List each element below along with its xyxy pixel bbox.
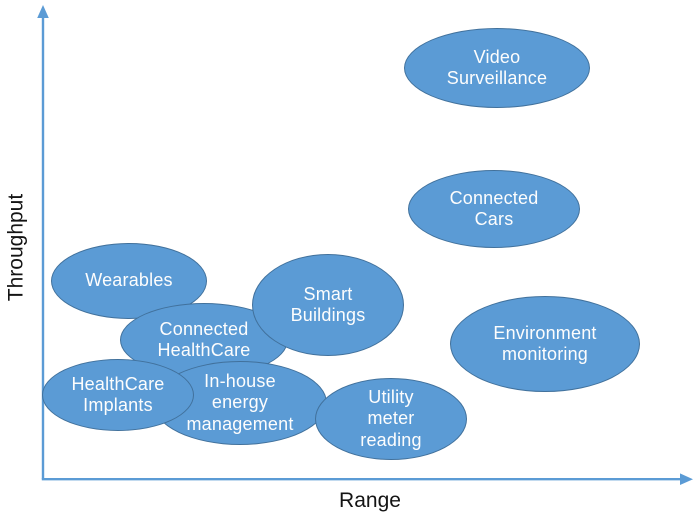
bubble-utility-meter-reading: Utility meter reading [315,378,467,460]
bubble-label: Smart Buildings [290,283,366,325]
y-axis-arrowhead-icon [37,5,49,18]
bubble-label: Utility meter reading [360,387,422,450]
bubble-in-house-energy-management: In-house energy management [153,361,327,445]
x-axis-arrowhead-icon [680,473,693,485]
bubble-label: Connected HealthCare [157,318,251,360]
y-axis-label: Throughput [4,193,28,302]
bubble-healthcare-implants: HealthCare Implants [42,359,194,431]
bubble-video-surveillance: Video Surveillance [404,28,590,108]
bubble-label: Connected Cars [449,187,539,229]
bubble-label: In-house energy management [186,371,294,434]
bubble-label: Wearables [85,270,173,291]
bubble-wearables: Wearables [51,243,207,319]
bubble-label: Video Surveillance [446,46,548,88]
bubble-connected-cars: Connected Cars [408,170,580,248]
bubble-label: Environment monitoring [493,322,597,364]
bubble-label: HealthCare Implants [71,373,165,415]
bubble-smart-buildings: Smart Buildings [252,254,404,356]
bubble-environment-monitoring: Environment monitoring [450,296,640,392]
x-axis-label: Range [339,489,401,512]
